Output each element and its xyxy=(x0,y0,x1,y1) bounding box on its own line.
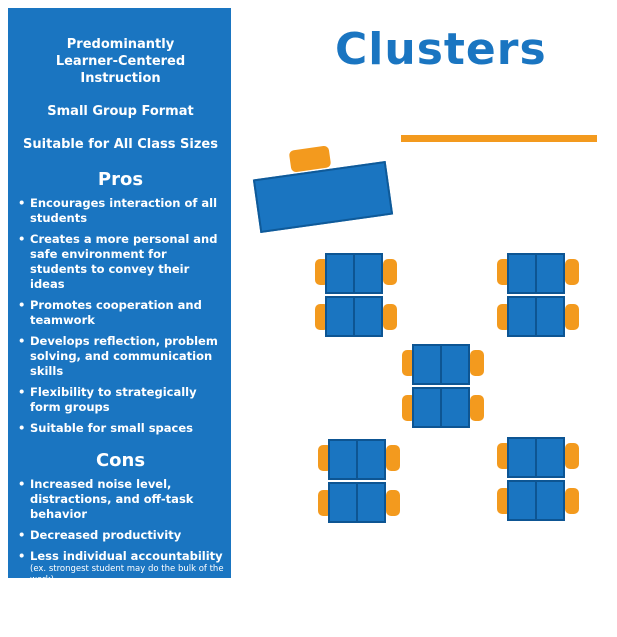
student-desk xyxy=(356,439,386,480)
student-chair xyxy=(386,490,400,516)
student-desk xyxy=(507,253,537,294)
pros-item: Develops reflection, problem solving, an… xyxy=(16,334,225,379)
cons-heading: Cons xyxy=(95,450,146,471)
student-desk xyxy=(325,296,355,337)
student-desk xyxy=(353,253,383,294)
desk-cluster xyxy=(318,439,412,523)
desk-cluster xyxy=(497,253,591,337)
cons-item-text: Harder to assess students' abilities and… xyxy=(30,592,204,636)
student-desk xyxy=(325,253,355,294)
pros-heading: Pros xyxy=(97,169,144,190)
pros-item: Flexibility to strategically form groups xyxy=(16,385,225,415)
cons-item-text: Decreased productivity xyxy=(30,528,182,542)
desk-cluster xyxy=(497,437,591,521)
student-desk xyxy=(507,437,537,478)
student-chair xyxy=(383,259,397,285)
summary-line-class-size: Suitable for All Class Sizes xyxy=(23,137,218,152)
student-desk xyxy=(440,387,470,428)
cons-item-text: Increased noise level, distractions, and… xyxy=(30,477,194,521)
cons-item: Increased noise level, distractions, and… xyxy=(16,477,225,522)
pros-item: Creates a more personal and safe environ… xyxy=(16,232,225,292)
pros-item: Encourages interaction of all students xyxy=(16,196,225,226)
student-desk xyxy=(328,439,358,480)
pros-item: Promotes cooperation and teamwork xyxy=(16,298,225,328)
summary: Predominantly Learner-Centered Instructi… xyxy=(16,36,225,153)
student-desk xyxy=(535,296,565,337)
student-desk xyxy=(356,482,386,523)
student-chair xyxy=(470,395,484,421)
cons-item: Harder to assess students' abilities and… xyxy=(16,592,225,637)
student-chair xyxy=(565,488,579,514)
student-desk xyxy=(535,253,565,294)
student-desk xyxy=(507,480,537,521)
student-chair xyxy=(565,443,579,469)
desk-cluster xyxy=(402,344,496,428)
student-chair xyxy=(386,445,400,471)
student-chair xyxy=(470,350,484,376)
student-desk xyxy=(507,296,537,337)
pros-list: Encourages interaction of all students C… xyxy=(16,196,225,436)
summary-line-format: Small Group Format xyxy=(47,104,194,119)
page-title: Clusters xyxy=(335,24,547,75)
cons-item-text: Less individual accountability xyxy=(30,549,223,563)
desk-cluster xyxy=(315,253,409,337)
info-panel: Predominantly Learner-Centered Instructi… xyxy=(8,8,231,636)
student-desk xyxy=(412,387,442,428)
student-chair xyxy=(565,259,579,285)
pros-item: Suitable for small spaces xyxy=(16,421,225,436)
cons-item-note: (ex. strongest student may do the bulk o… xyxy=(30,564,224,585)
student-chair xyxy=(383,304,397,330)
student-desk xyxy=(353,296,383,337)
student-desk xyxy=(440,344,470,385)
cons-item: Less individual accountability(ex. stron… xyxy=(16,549,225,586)
student-desk xyxy=(535,437,565,478)
cons-item: Decreased productivity xyxy=(16,528,225,543)
summary-line-instruction: Predominantly Learner-Centered Instructi… xyxy=(55,37,186,86)
cons-list: Increased noise level, distractions, and… xyxy=(16,477,225,637)
board-line xyxy=(401,135,597,142)
student-desk xyxy=(535,480,565,521)
student-chair xyxy=(565,304,579,330)
teacher-desk xyxy=(252,160,394,234)
student-desk xyxy=(328,482,358,523)
student-desk xyxy=(412,344,442,385)
